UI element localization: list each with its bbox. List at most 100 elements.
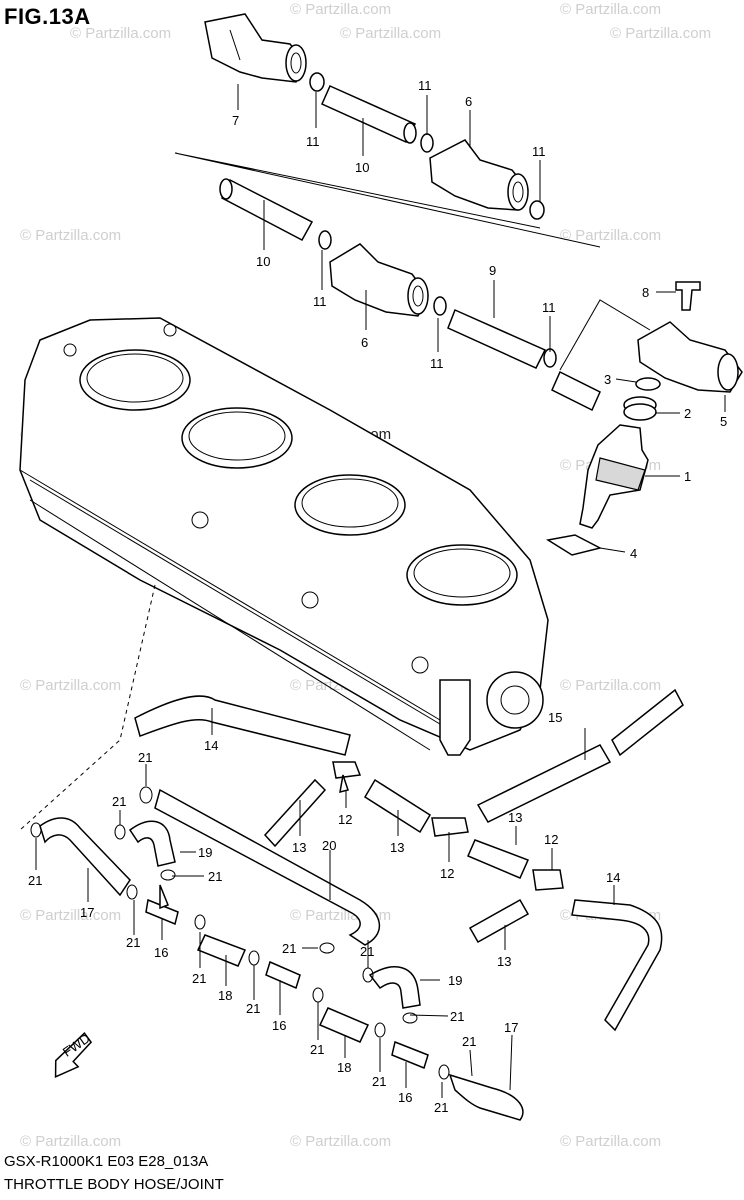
callout-16: 16 [272, 1018, 286, 1033]
hose-17-left [39, 817, 131, 897]
callout-18: 18 [218, 988, 232, 1003]
callout-21: 21 [462, 1034, 476, 1049]
hose-14-left [134, 695, 351, 756]
hose-20 [154, 788, 381, 946]
joint-16-mid [265, 960, 301, 990]
pipe-9 [447, 308, 601, 412]
pipe-13-d [468, 898, 530, 944]
callout-21: 21 [434, 1100, 448, 1115]
leader-line [19, 584, 156, 831]
footer-caption: THROTTLE BODY HOSE/JOINT [4, 1176, 224, 1193]
callout-1: 1 [684, 469, 691, 484]
pipe-10-upper [321, 85, 417, 144]
o-ring [318, 230, 332, 250]
throttle-body-assembly [19, 317, 549, 756]
callout-21: 21 [450, 1009, 464, 1024]
washer-3 [635, 377, 661, 391]
pipe-13-a [263, 778, 327, 848]
callout-13: 13 [390, 840, 404, 855]
leader-line [559, 299, 651, 371]
callout-12: 12 [544, 832, 558, 847]
callout-13: 13 [292, 840, 306, 855]
o-ring [433, 296, 447, 316]
clamp-21-set [30, 786, 450, 1080]
watermark: © Partzilla.com [560, 677, 661, 694]
watermark: © Partzilla.com [610, 25, 711, 42]
callout-16: 16 [154, 945, 168, 960]
right-joint-5 [637, 321, 743, 393]
callout-12: 12 [338, 812, 352, 827]
joint-12-c [532, 869, 564, 891]
callout-19: 19 [448, 973, 462, 988]
pipe-13-c [467, 839, 530, 879]
callout-3: 3 [604, 372, 611, 387]
cushion-2 [623, 396, 657, 421]
joint-12-a [332, 761, 362, 794]
callout-14: 14 [606, 870, 620, 885]
joint-12-b [431, 817, 469, 837]
callout-21: 21 [112, 794, 126, 809]
watermark: © Partzilla.com [290, 1133, 391, 1150]
callout-5: 5 [720, 414, 727, 429]
watermark: © Partzilla.com [340, 25, 441, 42]
watermark: © Partzilla.com [560, 1, 661, 18]
callout-11: 11 [418, 78, 432, 93]
screw-8 [675, 281, 701, 311]
callout-13: 13 [508, 810, 522, 825]
upper-joint-6 [429, 139, 529, 211]
callout-21: 21 [310, 1042, 324, 1057]
o-ring [309, 72, 325, 92]
watermark: © Partzilla.com [20, 677, 121, 694]
callout-6: 6 [465, 94, 472, 109]
hose-18-a [196, 934, 247, 967]
callout-21: 21 [360, 944, 374, 959]
watermark: © Partzilla.com [70, 25, 171, 42]
hose-14-right [571, 899, 663, 1032]
footer-model-code: GSX-R1000K1 E03 E28_013A [4, 1153, 209, 1170]
callout-11: 11 [532, 144, 546, 159]
callout-12: 12 [440, 866, 454, 881]
hose-18-b [318, 1007, 370, 1043]
upper-joint-7 [204, 13, 307, 83]
watermark: © Partzilla.com [290, 1, 391, 18]
pipe-13-b [363, 778, 432, 834]
pipe-10-lower [219, 178, 314, 242]
callout-21: 21 [192, 971, 206, 986]
callout-16: 16 [398, 1090, 412, 1105]
callout-21: 21 [282, 941, 296, 956]
callout-labels: 7 11 10 11 6 11 10 11 6 9 11 11 8 3 2 5 … [28, 78, 727, 1115]
callout-8: 8 [642, 285, 649, 300]
callout-11: 11 [430, 356, 444, 371]
callout-17: 17 [504, 1020, 518, 1035]
hose-15 [476, 688, 684, 823]
callout-21: 21 [138, 750, 152, 765]
callout-10: 10 [256, 254, 270, 269]
callout-10: 10 [355, 160, 369, 175]
callout-11: 11 [313, 294, 327, 309]
joint-16-left [145, 884, 179, 926]
watermark: © Partzilla.com [20, 1133, 121, 1150]
callout-leaders [35, 84, 726, 1098]
middle-joint-6 [329, 243, 429, 317]
o-ring [529, 200, 545, 220]
watermark: © Partzilla.com [20, 907, 121, 924]
callout-21: 21 [208, 869, 222, 884]
callout-7: 7 [232, 113, 239, 128]
callout-15: 15 [548, 710, 562, 725]
callout-2: 2 [684, 406, 691, 421]
hose-17-right [448, 1073, 524, 1121]
o-ring [420, 133, 434, 153]
watermark: © Partzilla.com [560, 1133, 661, 1150]
callout-18: 18 [337, 1060, 351, 1075]
callout-4: 4 [630, 546, 637, 561]
callout-14: 14 [204, 738, 218, 753]
figure-title: FIG.13A [4, 4, 91, 29]
watermark: © Partzilla.com [20, 227, 121, 244]
leader-line [174, 152, 601, 248]
callout-21: 21 [246, 1001, 260, 1016]
callout-11: 11 [306, 134, 320, 149]
callout-20: 20 [322, 838, 336, 853]
forward-arrow-icon: FWD [54, 1030, 93, 1078]
callout-9: 9 [489, 263, 496, 278]
